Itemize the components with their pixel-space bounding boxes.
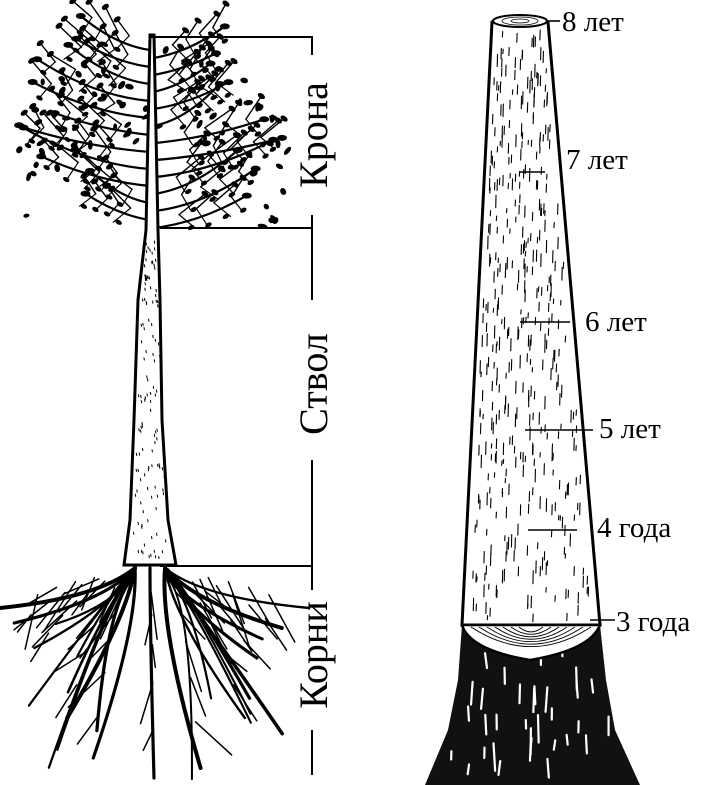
tree-trunk: [124, 35, 176, 565]
trunk-label: Ствол: [291, 333, 336, 435]
age-label-3: 3 года: [616, 606, 690, 638]
tree-roots: [0, 568, 309, 779]
trunk-bracket-bottom: [160, 460, 312, 566]
tree-illustration: Крона Ствол Корни: [0, 0, 336, 779]
crown-label: Крона: [291, 82, 336, 188]
age-label-6: 6 лет: [585, 306, 647, 338]
trunk-growth-illustration: 8 лет 7 лет 6 лет 5 лет 4 года 3 года: [425, 6, 690, 785]
age-label-4: 4 года: [597, 512, 671, 544]
trunk-bracket: [160, 228, 312, 300]
roots-label: Корни: [291, 601, 336, 709]
age-label-5: 5 лет: [599, 413, 661, 445]
age-label-8: 8 лет: [562, 6, 624, 38]
age-label-7: 7 лет: [566, 144, 628, 176]
